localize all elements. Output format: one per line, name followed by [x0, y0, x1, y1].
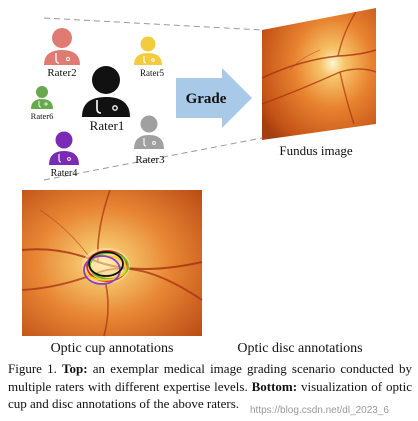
rater2-label: Rater2 — [47, 67, 76, 79]
caption-bottom-bold: Bottom: — [251, 378, 298, 394]
grade-arrow — [176, 68, 252, 128]
rater6-icon — [31, 86, 53, 109]
optic-disc-label: Optic disc annotations — [237, 341, 363, 356]
caption-bottom-text: visualization of optic cup and disc anno… — [8, 378, 412, 412]
rater4-icon — [49, 131, 79, 165]
fundus-image-top — [261, 8, 377, 140]
optic-cup-image — [21, 189, 203, 337]
rater5-icon — [134, 36, 162, 65]
projection-line-bottom — [43, 137, 263, 181]
rater3-icon — [134, 115, 164, 149]
figure-caption: Figure 1. Top: an exemplar medical image… — [8, 360, 412, 413]
rater1-label: Rater1 — [90, 118, 125, 133]
projection-line-top — [43, 17, 263, 31]
rater5-label: Rater5 — [140, 68, 164, 78]
caption-top-text: an exemplar medical image grading scenar… — [8, 361, 412, 394]
caption-top-bold: Top: — [62, 361, 88, 376]
caption-prefix: Figure 1. — [8, 361, 63, 376]
watermark: https://blog.csdn.net/dl_2023_6 — [250, 405, 389, 416]
rater4-label: Rater4 — [51, 168, 78, 179]
rater6-label: Rater6 — [31, 111, 54, 121]
rater3-label: Rater3 — [135, 154, 165, 166]
fundus-image-label: Fundus image — [279, 143, 353, 158]
optic-cup-label: Optic cup annotations — [50, 341, 174, 356]
rater2-icon — [44, 28, 80, 65]
rater1-icon — [82, 66, 130, 117]
cup-annotations — [83, 250, 129, 285]
grade-label: Grade — [186, 91, 227, 107]
